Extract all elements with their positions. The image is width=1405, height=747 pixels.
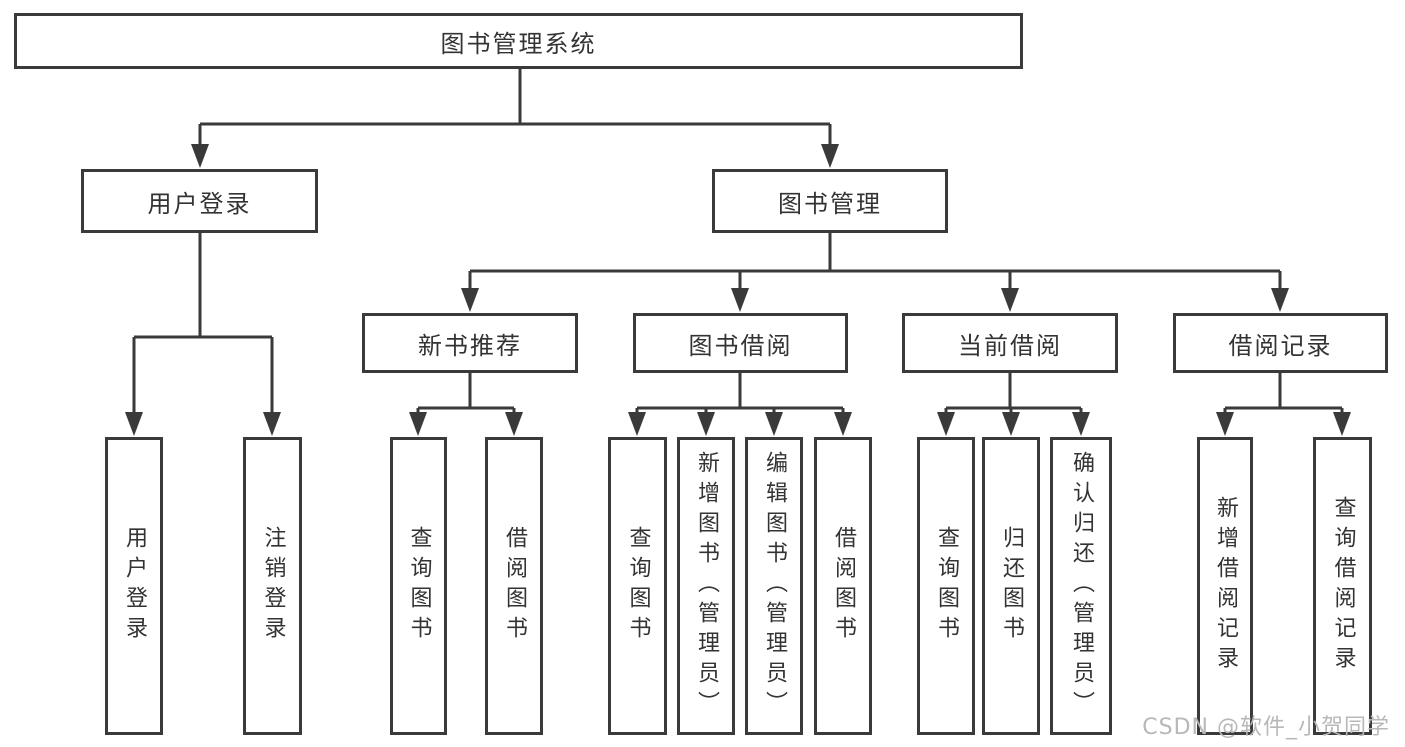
node-new-book-recommend: 新书推荐 — [362, 313, 578, 373]
node-label: 当前借阅 — [958, 331, 1062, 360]
leaf-confirm-return-admin: 确认归还（管理员） — [1050, 437, 1112, 735]
node-label: 图书借阅 — [688, 331, 793, 360]
node-label: 图书管理系统 — [440, 29, 597, 58]
node-library-management-system: 图书管理系统 — [14, 13, 1023, 69]
leaf-label: 查询图书 — [934, 526, 959, 646]
leaf-logout: 注销登录 — [243, 437, 302, 735]
leaf-query-books-current: 查询图书 — [917, 437, 975, 735]
node-book-management: 图书管理 — [712, 169, 948, 233]
leaf-label: 编辑图书（管理员） — [762, 451, 787, 721]
leaf-label: 确认归还（管理员） — [1069, 451, 1094, 721]
node-borrowing-records: 借阅记录 — [1173, 313, 1388, 373]
leaf-label: 新增借阅记录 — [1213, 496, 1238, 676]
leaf-label: 查询图书 — [406, 526, 432, 646]
leaf-label: 归还图书 — [999, 526, 1024, 646]
leaf-borrow-books-borrowing: 借阅图书 — [814, 437, 872, 735]
leaf-label: 借阅图书 — [831, 526, 856, 646]
leaf-query-borrow-record: 查询借阅记录 — [1313, 437, 1372, 735]
leaf-return-books: 归还图书 — [982, 437, 1040, 735]
csdn-watermark: CSDN @软件_小贺同学 — [1142, 715, 1390, 740]
leaf-query-books-recommend: 查询图书 — [390, 437, 447, 735]
node-label: 图书管理 — [778, 189, 882, 218]
node-label: 借阅记录 — [1228, 331, 1333, 360]
leaf-query-books-borrowing: 查询图书 — [608, 437, 667, 735]
node-book-borrowing: 图书借阅 — [633, 313, 848, 373]
node-current-borrowing: 当前借阅 — [902, 313, 1118, 373]
leaf-label: 新增图书（管理员） — [694, 451, 719, 721]
leaf-label: 查询借阅记录 — [1330, 496, 1356, 676]
node-user-login: 用户登录 — [81, 169, 318, 233]
leaf-label: 用户登录 — [122, 526, 147, 646]
node-label: 用户登录 — [147, 189, 252, 218]
leaf-edit-books-admin: 编辑图书（管理员） — [745, 437, 803, 735]
leaf-user-login: 用户登录 — [105, 437, 163, 735]
leaf-borrow-books-recommend: 借阅图书 — [485, 437, 543, 735]
leaf-add-borrow-record: 新增借阅记录 — [1197, 437, 1253, 735]
connector-segments — [132, 69, 1344, 416]
node-label: 新书推荐 — [418, 331, 522, 360]
leaf-label: 查询图书 — [625, 526, 651, 646]
leaf-add-books-admin: 新增图书（管理员） — [677, 437, 735, 735]
connector-arrows — [125, 144, 1351, 436]
leaf-label: 借阅图书 — [502, 526, 527, 646]
leaf-label: 注销登录 — [260, 526, 286, 646]
